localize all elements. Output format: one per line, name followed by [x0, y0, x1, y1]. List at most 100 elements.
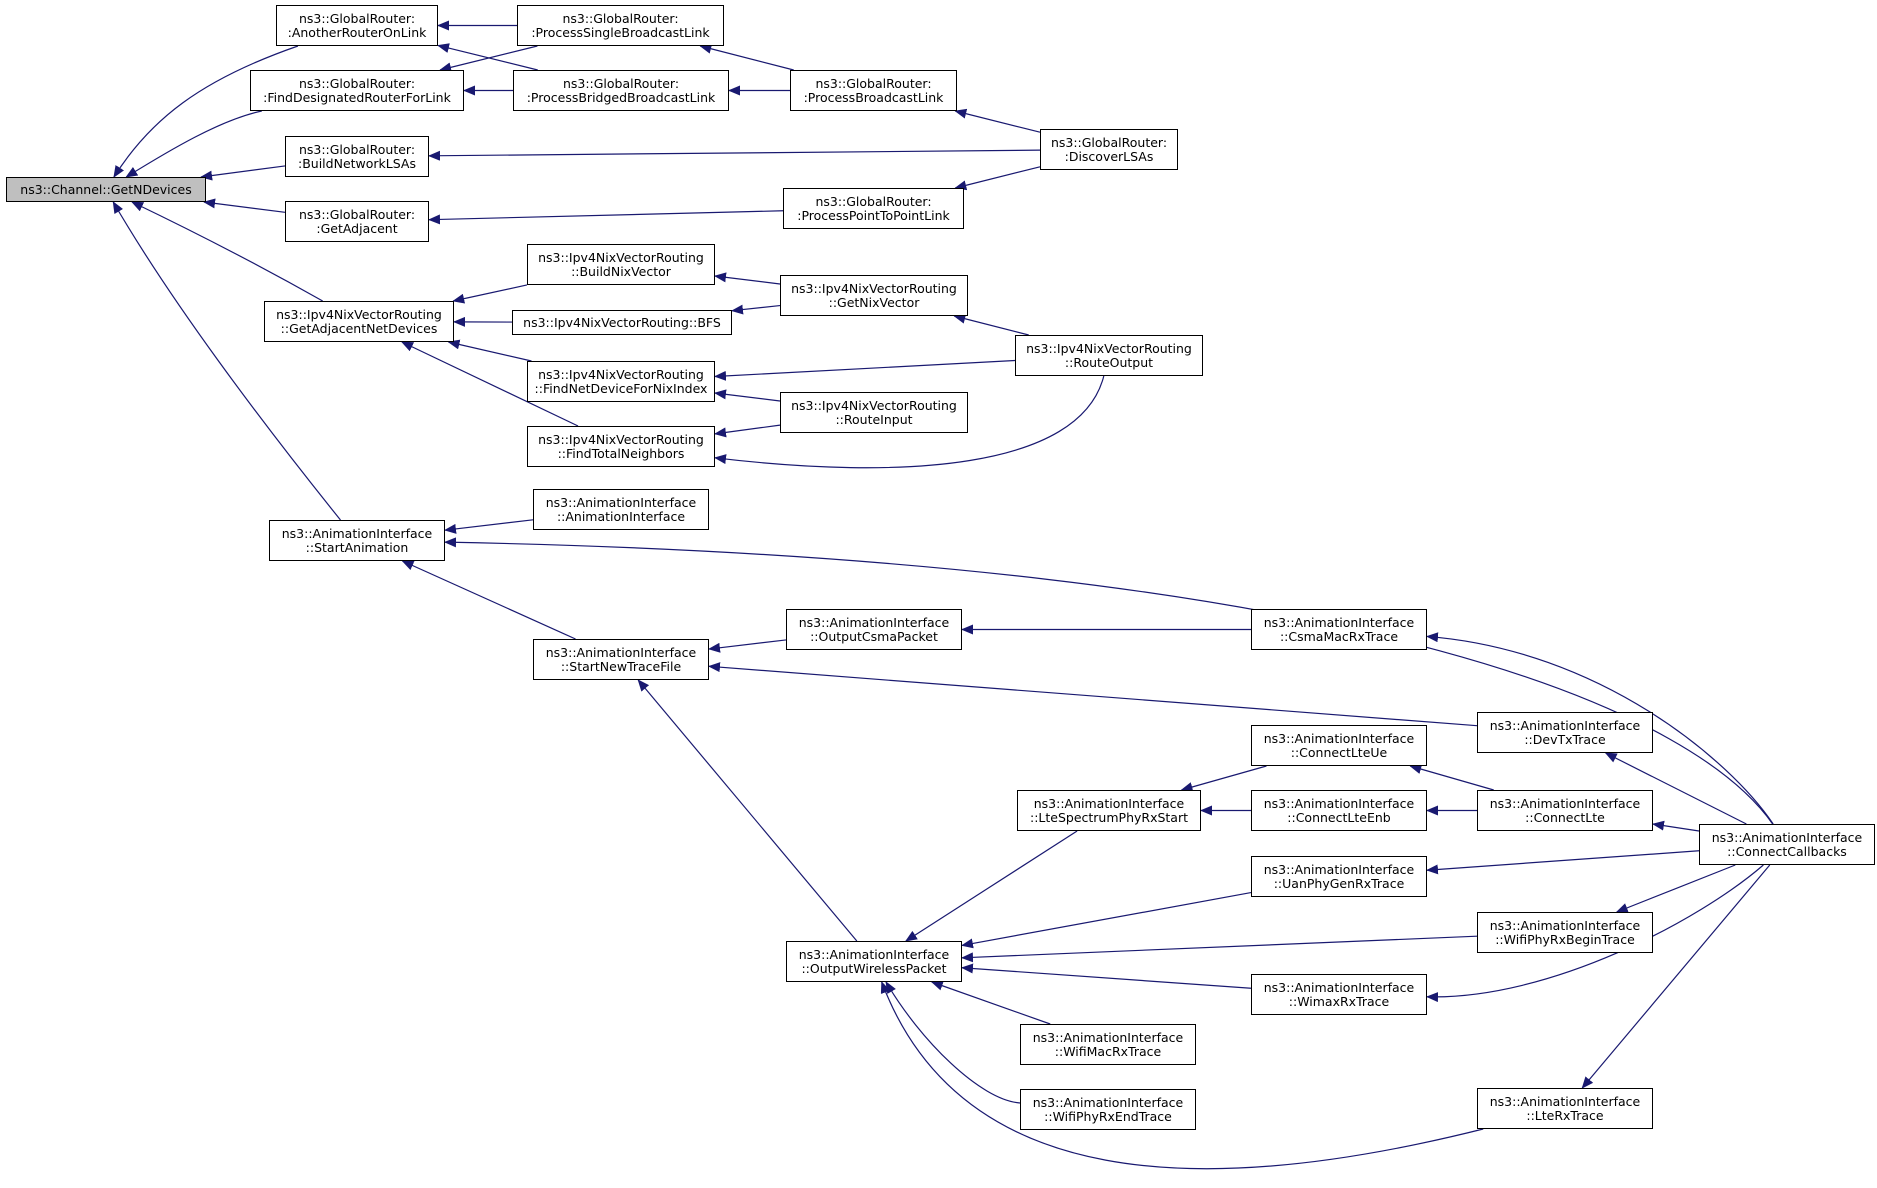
node-label-line: ns3::AnimationInterface [1489, 717, 1641, 733]
node-label-line: ns3::GlobalRouter: [815, 75, 932, 91]
node-label-line: :ProcessBroadcastLink [803, 89, 944, 105]
node-wimaxrxtrace[interactable]: ns3::AnimationInterface::WimaxRxTrace [1251, 974, 1427, 1015]
node-label-line: ::LteRxTrace [1526, 1107, 1604, 1123]
edge-connectcallbacks-to-wifiphyrxbegintrace [1615, 864, 1736, 913]
node-label-line: ::AnimationInterface [556, 508, 686, 524]
node-buildnixvector[interactable]: ns3::Ipv4NixVectorRouting::BuildNixVecto… [527, 244, 715, 285]
node-label-line: ::WifiPhyRxBeginTrace [1495, 931, 1635, 947]
edge-wifimacrxtrace-to-outputwirelesspacket [930, 980, 1051, 1025]
node-getadjacentnetdevices[interactable]: ns3::Ipv4NixVectorRouting::GetAdjacentNe… [264, 301, 454, 342]
node-label-line: :DiscoverLSAs [1064, 148, 1154, 164]
node-devtxtrace[interactable]: ns3::AnimationInterface::DevTxTrace [1477, 712, 1653, 753]
node-findtotalneighbors[interactable]: ns3::Ipv4NixVectorRouting::FindTotalNeig… [527, 426, 715, 467]
node-label-line: ns3::Ipv4NixVectorRouting [276, 306, 442, 322]
node-label-line: ns3::Ipv4NixVectorRouting [1026, 340, 1192, 356]
node-label-line: ::ConnectLteEnb [1287, 809, 1391, 825]
edge-getnixvector-to-bfs [731, 304, 781, 315]
node-label-line: ::WifiPhyRxEndTrace [1044, 1108, 1172, 1124]
node-label-line: ::RouteInput [835, 411, 913, 427]
node-anotherrouteronlink[interactable]: ns3::GlobalRouter::AnotherRouterOnLink [276, 5, 438, 46]
node-connectcallbacks[interactable]: ns3::AnimationInterface::ConnectCallback… [1699, 824, 1875, 865]
node-outputwirelesspacket[interactable]: ns3::AnimationInterface::OutputWirelessP… [786, 941, 962, 982]
node-label-line: ::OutputCsmaPacket [810, 628, 938, 644]
node-label-line: ns3::AnimationInterface [1032, 1029, 1184, 1045]
node-connectlteenb[interactable]: ns3::AnimationInterface::ConnectLteEnb [1251, 790, 1427, 831]
node-wifiphyrxendtrace[interactable]: ns3::AnimationInterface::WifiPhyRxEndTra… [1020, 1089, 1196, 1130]
node-connectlteue[interactable]: ns3::AnimationInterface::ConnectLteUe [1251, 725, 1427, 766]
edge-discoverlsas-to-buildnetworklsas [428, 149, 1041, 161]
node-getadjacent[interactable]: ns3::GlobalRouter::GetAdjacent [285, 201, 429, 242]
node-buildnetworklsas[interactable]: ns3::GlobalRouter::BuildNetworkLSAs [285, 136, 429, 177]
edge-finddesignatedrouterforlink-to-getndevices [125, 110, 262, 178]
node-bfs[interactable]: ns3::Ipv4NixVectorRouting::BFS [512, 310, 732, 335]
node-ltertrace[interactable]: ns3::AnimationInterface::LteRxTrace [1477, 1088, 1653, 1129]
edge-findtotalneighbors-to-getadjacentnetdevices [401, 341, 579, 427]
node-label-line: :GetAdjacent [316, 220, 398, 236]
edge-processsinglebroadcastlink-to-finddesignatedrouterforlink [439, 45, 538, 73]
node-label-line: ::StartNewTraceFile [560, 658, 682, 674]
node-processbroadcastlink[interactable]: ns3::GlobalRouter::ProcessBroadcastLink [790, 70, 957, 111]
node-label-line: ns3::AnimationInterface [1263, 795, 1415, 811]
node-routeinput[interactable]: ns3::Ipv4NixVectorRouting::RouteInput [780, 392, 968, 433]
node-csmamacrxtrace[interactable]: ns3::AnimationInterface::CsmaMacRxTrace [1251, 609, 1427, 650]
node-label-line: ns3::Ipv4NixVectorRouting [791, 280, 957, 296]
edge-connectlte-to-connectlteue [1409, 764, 1494, 791]
node-processbridgedbroadcastlink[interactable]: ns3::GlobalRouter::ProcessBridgedBroadca… [513, 70, 729, 111]
node-label-line: ::LteSpectrumPhyRxStart [1029, 809, 1189, 825]
node-findnetdevicefornixindex[interactable]: ns3::Ipv4NixVectorRouting::FindNetDevice… [527, 361, 715, 402]
node-label-line: ns3::GlobalRouter: [562, 75, 680, 91]
node-getnixvector[interactable]: ns3::Ipv4NixVectorRouting::GetNixVector [780, 275, 968, 316]
node-label-line: ::GetNixVector [828, 294, 920, 310]
edge-processpointtopointlink-to-getadjacent [428, 210, 784, 225]
node-label-line: ns3::AnimationInterface [798, 614, 950, 630]
node-label-line: ::WifiMacRxTrace [1054, 1043, 1162, 1059]
node-label-line: :ProcessSingleBroadcastLink [531, 24, 710, 40]
node-ltespectrumphyrxstart[interactable]: ns3::AnimationInterface::LteSpectrumPhyR… [1017, 790, 1201, 831]
node-label-line: ns3::GlobalRouter: [1050, 134, 1168, 150]
node-label-line: ns3::Ipv4NixVectorRouting::BFS [523, 314, 721, 330]
node-label-line: ::BuildNixVector [571, 263, 671, 279]
node-label-line: ::ConnectLte [1525, 809, 1605, 825]
node-startanimation[interactable]: ns3::AnimationInterface::StartAnimation [269, 520, 445, 561]
node-label-line: ns3::Ipv4NixVectorRouting [538, 366, 704, 382]
node-wifimacrxtrace[interactable]: ns3::AnimationInterface::WifiMacRxTrace [1020, 1024, 1196, 1065]
node-animationinterface[interactable]: ns3::AnimationInterface::AnimationInterf… [533, 489, 709, 530]
node-routeoutput[interactable]: ns3::Ipv4NixVectorRouting::RouteOutput [1015, 335, 1203, 376]
edge-connectcallbacks-to-devtxtrace [1604, 752, 1747, 825]
node-finddesignatedrouterforlink[interactable]: ns3::GlobalRouter::FindDesignatedRouterF… [250, 70, 464, 111]
edge-ltespectrumphyrxstart-to-outputwirelesspacket [905, 830, 1078, 942]
edge-startnewtracefile-to-startanimation [401, 560, 576, 640]
node-label-line: ::GetAdjacentNetDevices [280, 320, 438, 336]
node-connectlte[interactable]: ns3::AnimationInterface::ConnectLte [1477, 790, 1653, 831]
node-label-line: ns3::AnimationInterface [1032, 1094, 1184, 1110]
node-outputcsmapacket[interactable]: ns3::AnimationInterface::OutputCsmaPacke… [786, 609, 962, 650]
edge-anotherrouteronlink-to-getndevices [113, 45, 299, 178]
edge-connectcallbacks-to-startanimation [444, 537, 1774, 825]
node-label-line: :BuildNetworkLSAs [298, 155, 416, 171]
node-processsinglebroadcastlink[interactable]: ns3::GlobalRouter::ProcessSingleBroadcas… [517, 5, 724, 46]
node-getndevices: ns3::Channel::GetNDevices [6, 177, 206, 202]
edge-findnetdevicefornixindex-to-getadjacentnetdevices [447, 339, 532, 362]
edge-ltertrace-to-outputwirelesspacket [880, 981, 1484, 1170]
node-processpointtopointlink[interactable]: ns3::GlobalRouter::ProcessPointToPointLi… [783, 188, 964, 229]
node-label-line: :ProcessPointToPointLink [797, 207, 950, 223]
node-wifiphyrxbegintrace[interactable]: ns3::AnimationInterface::WifiPhyRxBeginT… [1477, 912, 1653, 953]
node-discoverlsas[interactable]: ns3::GlobalRouter::DiscoverLSAs [1040, 129, 1178, 170]
node-label-line: ns3::AnimationInterface [545, 494, 697, 510]
node-label-line: ns3::AnimationInterface [1711, 829, 1863, 845]
edge-routeoutput-to-findtotalneighbors [714, 375, 1105, 469]
node-label-line: :ProcessBridgedBroadcastLink [526, 89, 716, 105]
node-label-line: ns3::AnimationInterface [1263, 730, 1415, 746]
node-label-line: ns3::Ipv4NixVectorRouting [791, 397, 957, 413]
node-label-line: ns3::AnimationInterface [1263, 979, 1415, 995]
node-label-line: ns3::Channel::GetNDevices [20, 181, 192, 197]
edge-wifiphyrxendtrace-to-outputwirelesspacket [885, 981, 1021, 1104]
node-label-line: ns3::AnimationInterface [1033, 795, 1185, 811]
edge-connectlteue-to-ltespectrumphyrxstart [1180, 765, 1267, 792]
node-label-line: ns3::AnimationInterface [1489, 1093, 1641, 1109]
node-label-line: ns3::Ipv4NixVectorRouting [538, 431, 704, 447]
node-uanphygenrxtrace[interactable]: ns3::AnimationInterface::UanPhyGenRxTrac… [1251, 856, 1427, 897]
node-label-line: ::StartAnimation [305, 539, 409, 555]
node-startnewtracefile[interactable]: ns3::AnimationInterface::StartNewTraceFi… [533, 639, 709, 680]
